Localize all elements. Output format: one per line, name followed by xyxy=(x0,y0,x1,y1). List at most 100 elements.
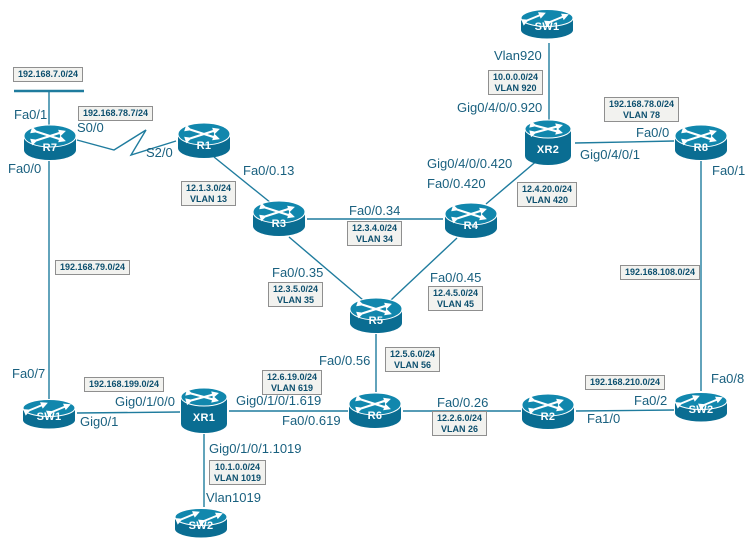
node-r6[interactable]: R6 xyxy=(347,391,403,431)
vlan-line: VLAN 34 xyxy=(356,233,394,244)
subnet-line: 192.168.7.0/24 xyxy=(18,69,79,79)
vlan-line: VLAN 26 xyxy=(441,423,479,434)
node-sw2-bottom[interactable]: SW2 xyxy=(173,506,229,542)
interface-label-r4-fa0045: Fa0/0.45 xyxy=(430,270,482,285)
node-r2[interactable]: R2 xyxy=(520,392,576,432)
subnet-line: 192.168.108.0/24 xyxy=(625,267,696,277)
vlan-line: VLAN 45 xyxy=(437,298,475,309)
link-r3-r5 xyxy=(288,236,364,301)
interface-label-r6-fa00619: Fa0/0.619 xyxy=(282,413,341,428)
interface-label-r2-fa10: Fa1/0 xyxy=(587,411,621,426)
interface-label-sw1-vlan920: Vlan920 xyxy=(494,48,542,63)
subnet-line: 10.0.0.0/24 xyxy=(493,72,539,82)
subnet-line: 192.168.78.0/24 xyxy=(609,99,675,109)
subnet-box-192-168-79-0: 192.168.79.0/24 xyxy=(55,260,131,275)
subnet-line: 12.4.20.0/24 xyxy=(522,184,573,194)
interface-label-sw1-fa07: Fa0/7 xyxy=(12,366,46,381)
interface-label-xr1-gig0101-619: Gig0/1/0/1.619 xyxy=(236,393,322,408)
interface-label-xr1-gig0100: Gig0/1/0/0 xyxy=(115,394,175,409)
vlan-line: VLAN 56 xyxy=(394,359,432,370)
node-label: SW2 xyxy=(688,404,714,416)
xr-router-icon xyxy=(523,118,573,168)
node-r7[interactable]: R7 xyxy=(22,123,78,163)
vlan-line: VLAN 78 xyxy=(623,109,661,120)
interface-label-xr1-gig0101-1019: Gig0/1/0/1.1019 xyxy=(209,441,302,456)
subnet-line: 192.168.79.0/24 xyxy=(60,262,126,272)
node-r8[interactable]: R8 xyxy=(673,123,729,163)
node-xr2[interactable]: XR2 xyxy=(523,118,573,168)
subnet-line: 12.6.19.0/24 xyxy=(267,372,318,382)
subnet-line: 192.168.199.0/24 xyxy=(89,379,160,389)
interface-label-sw2-vlan1019: Vlan1019 xyxy=(206,490,261,505)
node-sw1-bottom[interactable]: SW1 xyxy=(21,397,77,433)
node-xr1[interactable]: XR1 xyxy=(179,386,229,436)
vlan-line: VLAN 1019 xyxy=(214,472,262,483)
node-label: SW1 xyxy=(36,411,62,423)
subnet-line: 192.168.210.0/24 xyxy=(590,377,661,387)
link-r2-sw2r xyxy=(575,409,675,412)
subnet-box-192-168-210-0: 192.168.210.0/24 xyxy=(585,375,666,390)
interface-label-r8-fa00: Fa0/0 xyxy=(636,125,670,140)
interface-label-r7-fa00: Fa0/0 xyxy=(8,161,42,176)
node-r5[interactable]: R5 xyxy=(348,296,404,336)
interface-label-xr2-gig0400-920: Gig0/4/0/0.920 xyxy=(457,100,543,115)
subnet-line: 12.3.4.0/24 xyxy=(352,223,398,233)
subnet-line: 12.5.6.0/24 xyxy=(390,349,436,359)
link-r4-r5 xyxy=(390,237,458,301)
node-label: R8 xyxy=(693,142,709,154)
vlan-line: VLAN 13 xyxy=(190,193,228,204)
link-xr2-r8 xyxy=(574,140,675,144)
node-label: XR2 xyxy=(536,144,560,156)
vlan-line: VLAN 619 xyxy=(271,382,314,393)
node-label: R3 xyxy=(271,218,287,230)
subnet-box-192-168-199-0: 192.168.199.0/24 xyxy=(84,377,165,392)
subnet-line: 12.4.5.0/24 xyxy=(433,288,479,298)
xr-router-icon xyxy=(179,386,229,436)
node-label: R7 xyxy=(42,142,58,154)
interface-label-r4-fa00420: Fa0/0.420 xyxy=(427,176,486,191)
node-label: R6 xyxy=(367,410,383,422)
subnet-line: 12.3.5.0/24 xyxy=(273,284,319,294)
node-sw2-right[interactable]: SW2 xyxy=(673,390,729,426)
interface-label-r1-fa0013: Fa0/0.13 xyxy=(243,163,295,178)
interface-label-r3-fa0034: Fa0/0.34 xyxy=(349,203,401,218)
interface-label-sw1-gig01: Gig0/1 xyxy=(80,414,119,429)
link-r4-xr2 xyxy=(485,158,540,205)
node-label: R1 xyxy=(196,140,212,152)
vlan-line: VLAN 920 xyxy=(494,82,537,93)
node-label: SW2 xyxy=(188,520,214,532)
node-label: XR1 xyxy=(192,412,216,424)
subnet-line: 192.168.78.7/24 xyxy=(83,108,149,118)
link-serial-r7-r1 xyxy=(76,129,177,157)
interface-label-sw2-fa08: Fa0/8 xyxy=(711,371,745,386)
node-r1[interactable]: R1 xyxy=(176,121,232,161)
interface-label-xr2-gig0400-420: Gig0/4/0/0.420 xyxy=(427,156,513,171)
vlan-line: VLAN 420 xyxy=(526,194,569,205)
interface-label-r3-fa0035: Fa0/0.35 xyxy=(272,265,324,280)
interface-label-xr2-gig0401: Gig0/4/0/1 xyxy=(580,147,640,162)
subnet-line: 12.1.3.0/24 xyxy=(186,183,232,193)
interface-label-r7-s00: S0/0 xyxy=(77,120,104,135)
node-sw1-top[interactable]: SW1 xyxy=(519,7,575,43)
node-label: R2 xyxy=(540,411,556,423)
subnet-line: 12.2.6.0/24 xyxy=(437,413,483,423)
interface-label-r7-fa01: Fa0/1 xyxy=(14,107,48,122)
node-r4[interactable]: R4 xyxy=(443,201,499,241)
link-sw1b-xr1 xyxy=(76,411,181,414)
node-label: R5 xyxy=(368,315,384,327)
vlan-line: VLAN 35 xyxy=(277,294,315,305)
interface-label-r6-fa0026: Fa0/0.26 xyxy=(437,395,489,410)
node-r3[interactable]: R3 xyxy=(251,199,307,239)
